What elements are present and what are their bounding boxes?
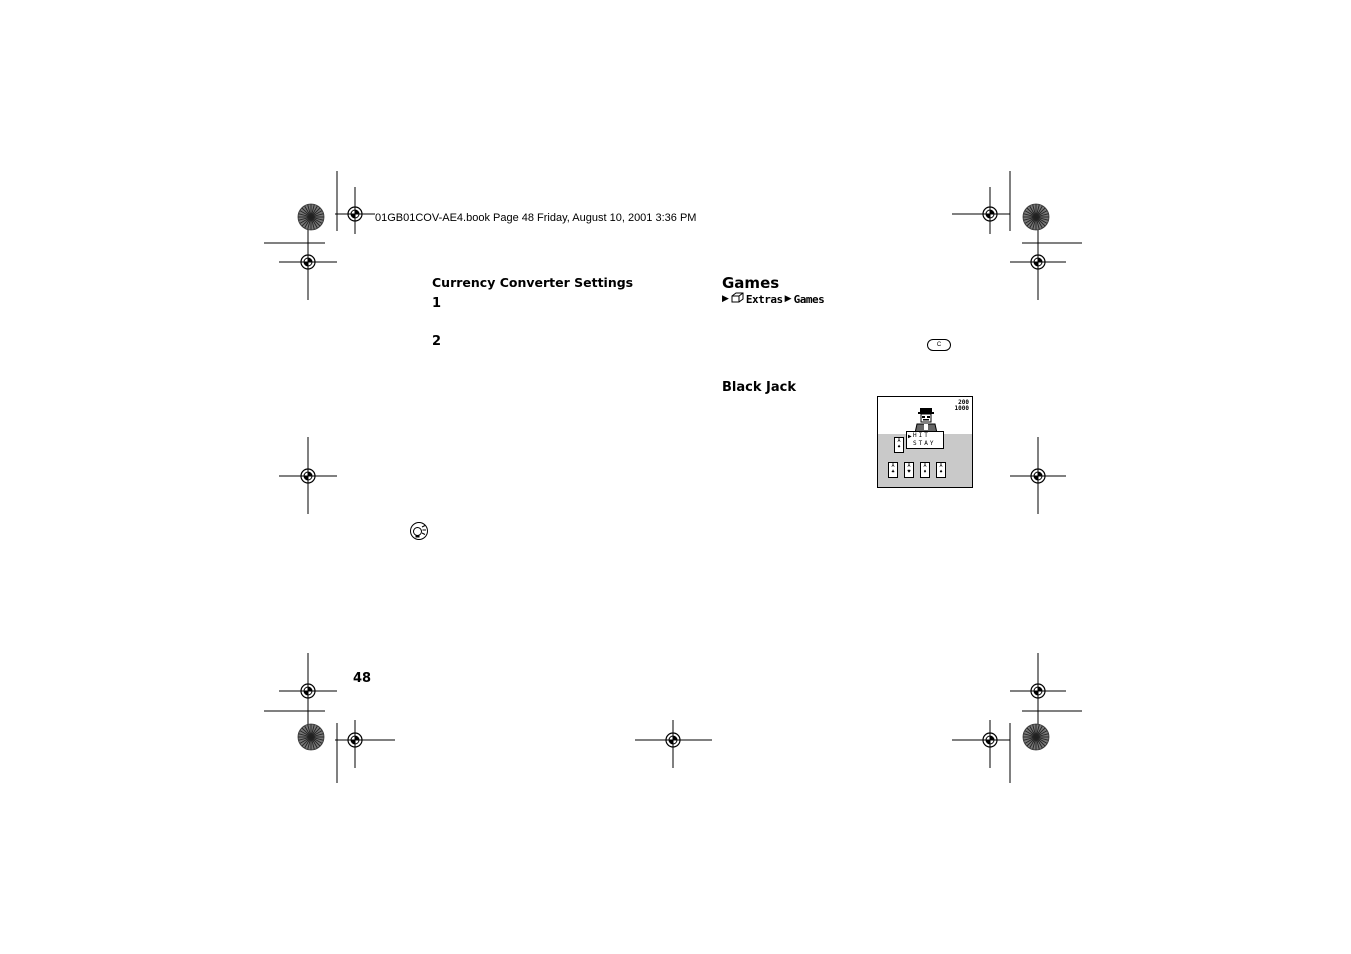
player-card: A♥: [904, 462, 914, 478]
step-number-2: 2: [432, 334, 442, 349]
score-display: 200 1000: [955, 400, 969, 412]
book-info-header: 01GB01COV-AE4.book Page 48 Friday, Augus…: [375, 212, 697, 224]
registration-starburst-icon: [1022, 723, 1050, 751]
clear-key-icon: C: [927, 339, 951, 351]
player-card: A♠: [936, 462, 946, 478]
games-title: Games: [722, 274, 780, 292]
extras-cube-icon: [731, 292, 744, 306]
menu-cursor-icon: ▶: [908, 433, 912, 440]
currency-converter-settings-title: Currency Converter Settings: [432, 275, 634, 290]
menu-item-extras: Extras: [745, 292, 783, 306]
player-card: A♣: [888, 462, 898, 478]
arrow-right-icon: ▶: [784, 294, 792, 304]
score-bet: 200: [958, 399, 969, 406]
menu-option-stay: STAY: [913, 440, 936, 447]
registration-starburst-icon: [1022, 203, 1050, 231]
menu-option-hit: HIT: [913, 432, 930, 439]
dealer-icon: [911, 407, 941, 437]
score-total: 1000: [954, 405, 969, 412]
menu-item-games: Games: [793, 292, 825, 306]
menu-path: ▶ Extras ▶ Games: [722, 292, 825, 306]
black-jack-screen: 200 1000 A♠ ▶ HIT STAY A♣ A♥ A♦ A♠: [877, 396, 973, 488]
registration-starburst-icon: [297, 723, 325, 751]
arrow-right-icon: ▶: [722, 294, 729, 304]
step-number-1: 1: [432, 296, 442, 311]
page-number: 48: [353, 671, 372, 686]
dealer-card: A♠: [894, 437, 904, 453]
tip-lightbulb-icon: [409, 521, 429, 541]
black-jack-title: Black Jack: [722, 380, 796, 395]
hit-stay-menu: ▶ HIT STAY: [906, 431, 944, 449]
player-card: A♦: [920, 462, 930, 478]
registration-starburst-icon: [297, 203, 325, 231]
